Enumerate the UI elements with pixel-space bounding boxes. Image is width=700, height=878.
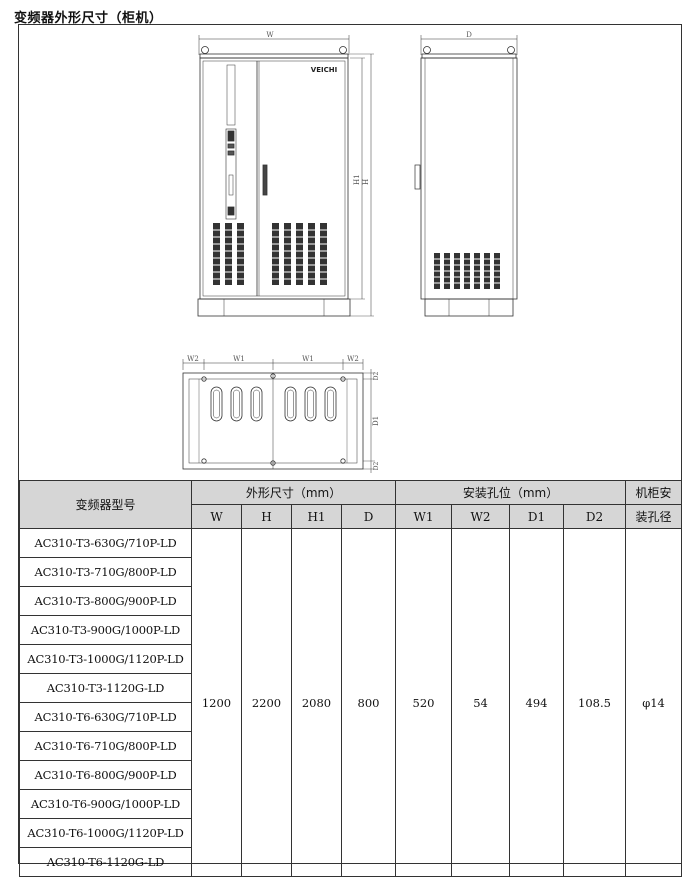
header-hole-line2: 装孔径 <box>625 504 683 529</box>
value-d1: 494 <box>509 528 565 877</box>
model-cell: AC310-T3-630G/710P-LD <box>19 528 192 558</box>
header-w: W <box>191 504 242 529</box>
value-h1: 2080 <box>291 528 342 877</box>
value-d: 800 <box>340 528 397 877</box>
header-d: D <box>340 504 397 529</box>
front-w-label: W <box>266 31 274 39</box>
vent-grille-left <box>213 223 244 285</box>
bottom-w1-left-label: W1 <box>233 355 245 363</box>
side-view: D <box>414 31 518 317</box>
value-h: 2200 <box>241 528 292 877</box>
model-cell: AC310-T3-1000G/1120P-LD <box>19 644 192 674</box>
header-outline: 外形尺寸（mm） <box>190 480 397 505</box>
bottom-d2-bottom-label: D2 <box>373 462 380 471</box>
model-cell: AC310-T3-1120G-LD <box>19 673 192 703</box>
header-w1: W1 <box>395 504 453 529</box>
header-d1: D1 <box>509 504 565 529</box>
bottom-w2-left-label: W2 <box>187 355 199 363</box>
header-w2: W2 <box>451 504 511 529</box>
table-row: AC310-T3-630G/710P-LD 1200 2200 2080 800… <box>19 528 683 877</box>
table-row: AC310-T3-710G/800P-LD <box>19 557 682 587</box>
header-mounting: 安装孔位（mm） <box>395 480 627 505</box>
page-title: 变频器外形尺寸（柜机） <box>14 11 163 26</box>
model-cell: AC310-T6-800G/900P-LD <box>19 760 192 790</box>
table-row: AC310-T6-1000G/1120P-LD <box>19 818 682 848</box>
side-d-label: D <box>466 31 472 39</box>
front-view: W V <box>197 31 374 317</box>
table-row: AC310-T3-1120G-LD <box>19 673 682 703</box>
vent-grille-right <box>272 223 327 285</box>
cable-entry-openings <box>210 386 337 422</box>
front-h-label: H <box>362 179 370 185</box>
bottom-w2-right-label: W2 <box>347 355 359 363</box>
model-cell: AC310-T3-800G/900P-LD <box>19 586 192 616</box>
header-model: 变频器型号 <box>19 480 192 529</box>
table-row: AC310-T6-710G/800P-LD <box>19 731 682 761</box>
bottom-d1-label: D1 <box>372 416 380 426</box>
side-handle-icon <box>414 164 421 190</box>
table-row: AC310-T6-800G/900P-LD <box>19 760 682 790</box>
content-frame: W V <box>18 24 683 877</box>
table-row: AC310-T3-1000G/1120P-LD <box>19 644 682 674</box>
value-hole: φ14 <box>625 528 683 877</box>
spec-table: 变频器型号 外形尺寸（mm） 安装孔位（mm） 机柜安 W H H1 D W1 … <box>19 480 683 877</box>
bottom-view: W2 W1 W1 W2 <box>182 355 380 473</box>
bottom-w1-right-label: W1 <box>302 355 314 363</box>
lifting-eye-icon <box>339 46 347 54</box>
model-cell: AC310-T6-1120G-LD <box>19 847 192 877</box>
value-w2: 54 <box>451 528 511 877</box>
value-w: 1200 <box>191 528 242 877</box>
model-cell: AC310-T6-1000G/1120P-LD <box>19 818 192 848</box>
model-cell: AC310-T6-900G/1000P-LD <box>19 789 192 819</box>
header-h1: H1 <box>291 504 342 529</box>
header-d2: D2 <box>563 504 627 529</box>
door-handle-icon <box>262 164 268 196</box>
table-row: AC310-T6-900G/1000P-LD <box>19 789 682 819</box>
bottom-d2-top-label: D2 <box>373 372 380 381</box>
table-row: AC310-T6-630G/710P-LD <box>19 702 682 732</box>
header-hole-line1: 机柜安 <box>625 480 683 505</box>
lifting-eye-icon <box>201 46 209 54</box>
front-h1-label: H1 <box>353 174 361 185</box>
model-cell: AC310-T3-710G/800P-LD <box>19 557 192 587</box>
model-cell: AC310-T6-710G/800P-LD <box>19 731 192 761</box>
header-h: H <box>241 504 292 529</box>
value-d2: 108.5 <box>563 528 627 877</box>
table-row: AC310-T3-800G/900P-LD <box>19 586 682 616</box>
front-logo: VEICHI <box>311 66 337 74</box>
model-cell: AC310-T3-900G/1000P-LD <box>19 615 192 645</box>
dimension-drawing: W V <box>182 31 518 473</box>
value-w1: 520 <box>395 528 453 877</box>
model-cell: AC310-T6-630G/710P-LD <box>19 702 192 732</box>
table-row: AC310-T6-1120G-LD <box>19 847 682 877</box>
